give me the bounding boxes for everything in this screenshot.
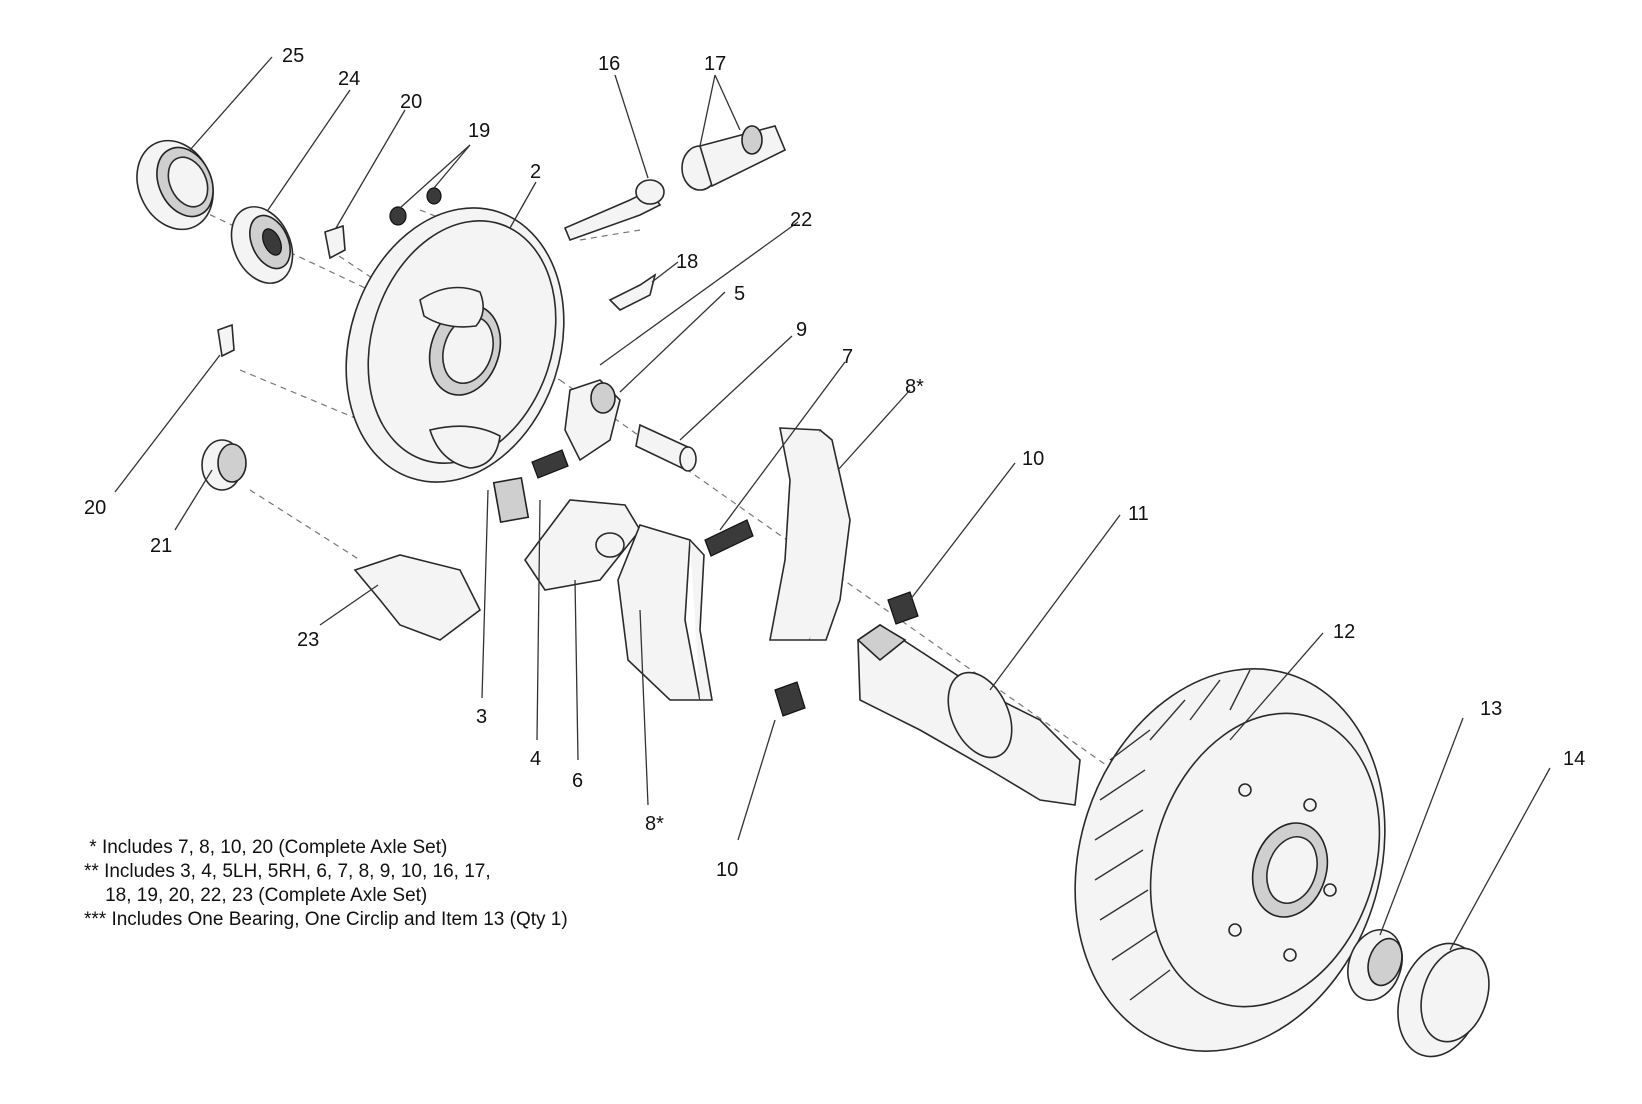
callout-labels: 25 24 20 19 2 16 17 22 18 5 9 7 8* 10 11… xyxy=(84,45,1585,881)
spring-clip-icon xyxy=(608,273,657,311)
callout-11: 11 xyxy=(1128,503,1149,525)
callout-8-bottom: 8* xyxy=(645,813,664,835)
clip-icon xyxy=(217,323,235,358)
callout-10-top: 10 xyxy=(1022,448,1044,470)
spring-icon xyxy=(531,449,569,479)
bearing-race-icon xyxy=(136,139,214,231)
needle-bearing-icon xyxy=(201,439,247,491)
callout-4: 4 xyxy=(530,748,541,770)
spring-icon xyxy=(774,681,806,717)
grommet-icon xyxy=(389,187,442,226)
callout-21: 21 xyxy=(150,535,172,557)
callout-13: 13 xyxy=(1480,698,1502,720)
callout-17: 17 xyxy=(704,53,726,75)
callout-16: 16 xyxy=(598,53,620,75)
note-line-3: 18, 19, 20, 22, 23 (Complete Axle Set) xyxy=(84,885,428,906)
callout-7: 7 xyxy=(842,346,853,368)
clip-icon xyxy=(324,224,346,260)
bearing-icon xyxy=(230,206,294,284)
parts-notes: * Includes 7, 8, 10, 20 (Complete Axle S… xyxy=(84,836,568,932)
note-line-2: ** Includes 3, 4, 5LH, 5RH, 6, 7, 8, 9, … xyxy=(84,861,491,882)
callout-12: 12 xyxy=(1333,621,1355,643)
callout-25: 25 xyxy=(282,45,304,67)
lever-icon xyxy=(563,179,665,242)
callout-3: 3 xyxy=(476,706,487,728)
callout-23: 23 xyxy=(297,629,319,651)
pivot-pin-icon xyxy=(681,125,787,191)
callout-9: 9 xyxy=(796,319,807,341)
hub-nut-icon xyxy=(1347,929,1403,1001)
note-line-4: *** Includes One Bearing, One Circlip an… xyxy=(84,909,568,930)
note-line-1: * Includes 7, 8, 10, 20 (Complete Axle S… xyxy=(84,837,448,858)
callout-10-bottom: 10 xyxy=(716,859,738,881)
callout-18: 18 xyxy=(676,251,698,273)
brake-shoe-icon xyxy=(769,427,851,641)
callout-24: 24 xyxy=(338,68,360,90)
brake-shoe-icon xyxy=(617,524,713,701)
callout-6: 6 xyxy=(572,770,583,792)
callout-5: 5 xyxy=(734,283,745,305)
brake-backing-plate-icon xyxy=(345,207,565,524)
callout-22: 22 xyxy=(790,209,812,231)
spring-icon xyxy=(887,591,919,625)
callout-14: 14 xyxy=(1563,748,1585,770)
brake-drum-icon xyxy=(1074,668,1386,1052)
pin-icon xyxy=(635,423,697,472)
dust-cap-icon xyxy=(1397,942,1490,1058)
callout-20: 20 xyxy=(400,91,422,113)
callout-20-left: 20 xyxy=(84,497,106,519)
spring-icon xyxy=(704,519,754,557)
actuator-icon xyxy=(564,379,621,462)
leader-lines xyxy=(114,56,1551,951)
bracket-icon xyxy=(353,554,482,641)
callout-2: 2 xyxy=(530,161,541,183)
callout-8-top: 8* xyxy=(905,376,924,398)
axle-stub-icon xyxy=(856,624,1081,806)
callout-19: 19 xyxy=(468,120,490,142)
